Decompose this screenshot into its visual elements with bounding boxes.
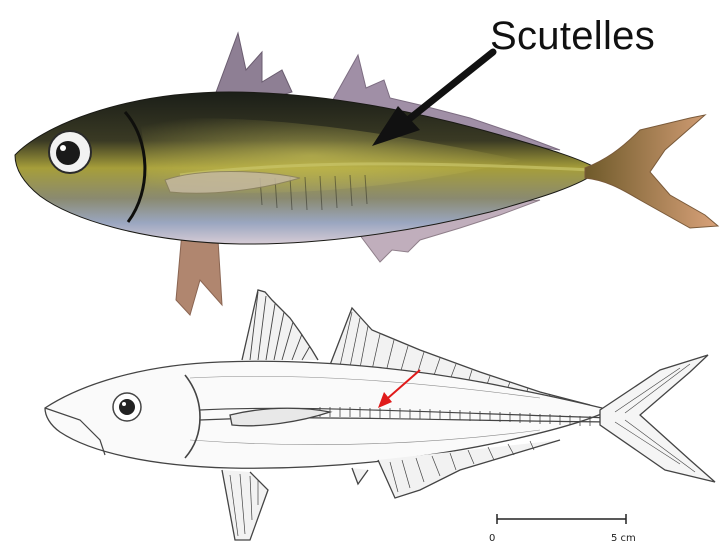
photo-pelvic-fin — [176, 232, 222, 315]
scale-bar — [497, 514, 626, 524]
drawing-pelvic-fin — [222, 470, 268, 540]
drawing-tail — [600, 355, 715, 482]
scutelles-label: Scutelles — [490, 14, 655, 59]
photo-tail — [585, 115, 718, 228]
drawing-dorsal-fin — [242, 290, 318, 360]
drawing-fish — [45, 290, 715, 540]
scale-end-label: 5 cm — [611, 533, 636, 544]
scale-start-label: 0 — [489, 533, 495, 544]
photo-fish — [15, 33, 718, 315]
